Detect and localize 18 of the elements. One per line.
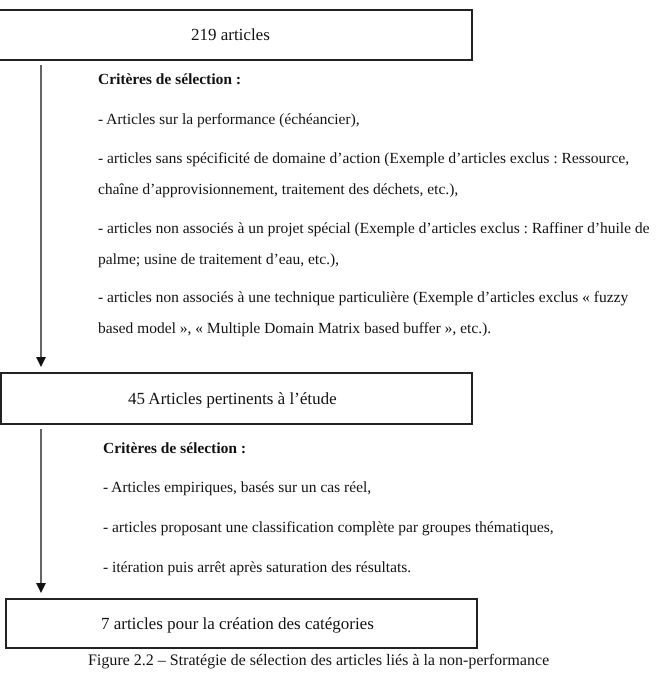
process-box: [0, 9, 473, 61]
criteria-item: - articles non associés à une technique particulière (Exemple d’articles exclus « fuzzy based model », « Multiple Domain Matrix based buffer », etc.).: [98, 288, 630, 339]
criteria-heading: Critères de sélection :: [103, 439, 248, 459]
arrow: [36, 65, 46, 367]
figure-caption: Figure 2.2 – Stratégie de sélection des articles liés à la non-performance: [88, 652, 550, 670]
box-label: 45 Articles pertinents à l’étude: [128, 388, 337, 408]
process-box: [5, 598, 478, 649]
criteria-item: - itération puis arrêt après saturation des résultats.: [103, 558, 412, 578]
criteria-heading: Critères de sélection :: [98, 70, 242, 90]
criteria-item: - Articles sur la performance (échéancier),: [98, 110, 361, 130]
box-label: 219 articles: [191, 25, 270, 45]
criteria-item: - articles proposant une classification complète par groupes thématiques,: [103, 518, 555, 538]
criteria-item: - articles non associés à un projet spécial (Exemple d’articles exclus : Raffiner d’huile de palme; usine de traitement d’eau, etc.),: [98, 219, 650, 270]
box-label: 7 articles pour la création des catégories: [101, 614, 374, 634]
arrow: [36, 429, 46, 593]
process-box: [0, 372, 473, 425]
criteria-item: - Articles empiriques, basés sur un cas réel,: [103, 478, 372, 498]
criteria-item: - articles sans spécificité de domaine d’action (Exemple d’articles exclus : Ressource, chaîne d’approvisionnement, traitement des déchets, etc.),: [98, 149, 630, 200]
